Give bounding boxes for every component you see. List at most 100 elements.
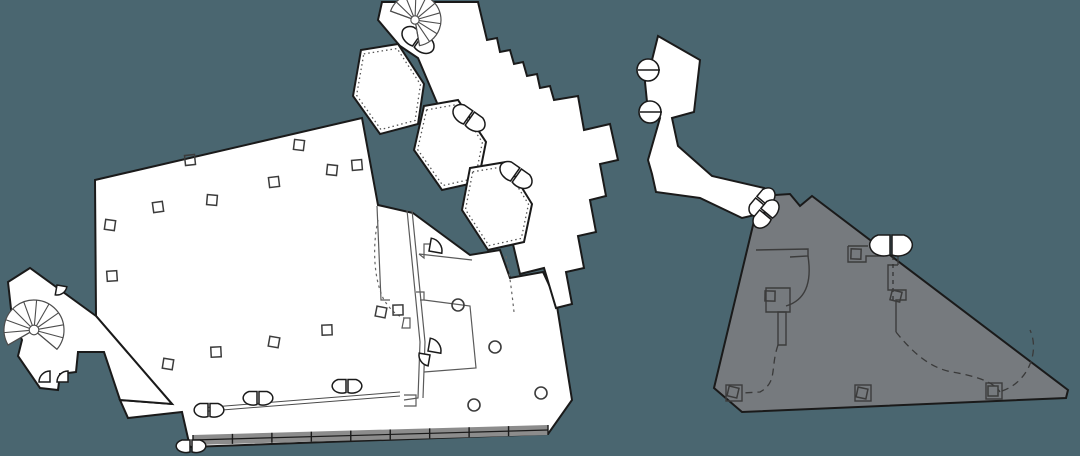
round-column xyxy=(451,298,465,312)
west-annex-outline xyxy=(6,266,175,406)
square-column xyxy=(105,269,119,283)
stair-tread xyxy=(7,331,31,346)
square-column xyxy=(325,163,339,177)
door-leaf-left xyxy=(193,402,209,418)
stair-tread xyxy=(406,0,414,17)
round-column xyxy=(534,386,548,400)
door-swing-arc xyxy=(427,337,442,355)
courtyard-zone[interactable] xyxy=(712,192,1070,414)
stair-center-post xyxy=(410,15,420,25)
square-column xyxy=(267,175,281,189)
stair-tread xyxy=(23,301,33,326)
door-leaf-left xyxy=(452,103,474,125)
square-column xyxy=(350,158,364,172)
stair-tread xyxy=(417,2,436,18)
square-column xyxy=(850,248,862,260)
door-leaf-right xyxy=(258,390,274,406)
spiral-staircase[interactable] xyxy=(3,299,65,351)
door-leaf-left xyxy=(175,439,191,454)
square-column xyxy=(855,386,869,400)
stair-tread xyxy=(390,10,412,20)
square-column xyxy=(764,290,776,302)
door-swing-arc xyxy=(54,284,68,296)
square-column xyxy=(151,200,165,214)
stair-tread xyxy=(418,12,441,20)
hex-room-1-inner-dotted xyxy=(355,47,422,131)
stair-tread xyxy=(33,300,38,326)
stair-tread xyxy=(414,0,417,16)
square-column xyxy=(889,289,903,303)
square-column xyxy=(392,304,404,316)
door-swing[interactable] xyxy=(427,337,443,355)
double-leaf-door[interactable] xyxy=(175,439,207,454)
stair-tread xyxy=(38,324,64,330)
stair-tread xyxy=(12,308,31,327)
door-leaf-right xyxy=(511,167,533,190)
stair-tread xyxy=(419,20,441,25)
door-swing-arc xyxy=(428,237,443,255)
square-column xyxy=(209,345,223,359)
stair-tread xyxy=(37,312,59,328)
door-swing[interactable] xyxy=(38,370,51,383)
stair-tread xyxy=(38,330,64,339)
wall-inner-lines xyxy=(196,391,401,413)
door-leaf-left xyxy=(331,378,347,394)
north-pavilion-zone[interactable] xyxy=(636,34,770,220)
door-leaf-left xyxy=(499,160,521,182)
square-column xyxy=(292,138,306,152)
stair-tread xyxy=(4,329,30,334)
square-column xyxy=(205,193,219,207)
round-column xyxy=(488,340,502,354)
double-leaf-door[interactable] xyxy=(868,234,914,257)
glazed-curtain-wall xyxy=(192,425,549,445)
door-leaf-left xyxy=(868,234,891,257)
stair-tread xyxy=(35,303,50,327)
square-column xyxy=(103,218,117,232)
door-leaf-right xyxy=(191,439,207,454)
double-leaf-door[interactable] xyxy=(750,197,783,232)
stair-tread xyxy=(416,0,426,17)
door-swing[interactable] xyxy=(56,370,69,383)
square-column xyxy=(267,335,281,349)
door-swing[interactable] xyxy=(417,352,431,367)
square-column xyxy=(161,357,175,371)
interior-partitions xyxy=(376,205,477,407)
door-leaf-right xyxy=(209,402,225,418)
stair-tread xyxy=(415,24,421,46)
square-column xyxy=(183,153,197,167)
square-column xyxy=(374,305,388,319)
spiral-staircase[interactable] xyxy=(389,0,442,47)
door-swing-arc xyxy=(56,370,69,383)
stair-tread xyxy=(5,319,30,329)
double-leaf-door[interactable] xyxy=(449,101,488,135)
pavilion-round-window-bar xyxy=(638,69,662,113)
double-leaf-door[interactable] xyxy=(331,378,363,394)
stair-tread xyxy=(37,332,58,350)
round-columns-group xyxy=(451,298,548,412)
door-leaf-right xyxy=(347,378,363,394)
square-column xyxy=(321,324,333,336)
door-swing-arc xyxy=(418,352,431,367)
door-swing-arcs-group[interactable] xyxy=(38,237,444,383)
stair-tread xyxy=(395,1,413,18)
door-leaf-right xyxy=(759,199,780,219)
spiral-staircases-group[interactable] xyxy=(3,0,442,351)
double-leaf-door[interactable] xyxy=(193,402,225,418)
square-columns-group xyxy=(103,138,999,400)
door-leaf-left xyxy=(242,390,258,406)
west-annex-zone[interactable] xyxy=(6,266,175,406)
square-column xyxy=(987,385,999,397)
hex-room-1[interactable] xyxy=(351,42,426,136)
stair-center-post xyxy=(28,324,40,336)
double-leaf-door[interactable] xyxy=(496,158,535,192)
door-swing[interactable] xyxy=(54,284,68,297)
double-leaf-door[interactable] xyxy=(242,390,274,406)
garden-path-lines xyxy=(741,329,1035,394)
stair-tread xyxy=(416,23,430,42)
round-column xyxy=(467,398,481,412)
door-leaf-right xyxy=(464,110,486,133)
door-leaf-right xyxy=(891,234,914,257)
door-swing[interactable] xyxy=(428,237,444,255)
